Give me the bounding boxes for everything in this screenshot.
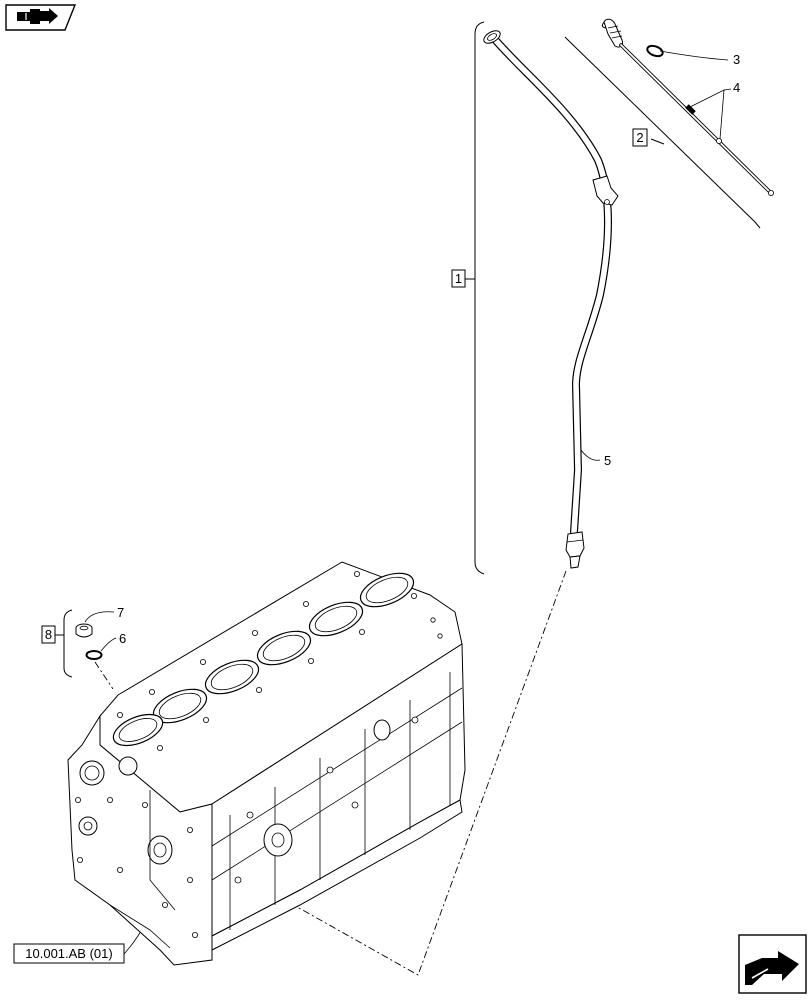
callout-1[interactable]: 1 — [451, 269, 466, 288]
dipstick-tube — [483, 30, 619, 569]
o-ring-part-6 — [85, 650, 103, 660]
assembly-lines — [94, 570, 567, 976]
bracket-group-8 — [55, 609, 73, 678]
bracket-group-2 — [564, 36, 761, 229]
reference-link[interactable]: 10.001.AB (01) — [13, 943, 125, 964]
reference-label: 10.001.AB (01) — [25, 946, 112, 961]
callout-8[interactable]: 8 — [41, 625, 56, 644]
bracket-group-1 — [464, 21, 485, 575]
callout-6-label: 6 — [119, 631, 126, 646]
dipstick — [601, 18, 775, 196]
callout-7-label: 7 — [117, 605, 124, 620]
callout-4-label: 4 — [733, 80, 740, 95]
callout-3-label: 3 — [733, 52, 740, 67]
callout-5-label: 5 — [604, 453, 611, 468]
callout-2-label: 2 — [636, 130, 643, 145]
next-page-arrow-icon[interactable] — [738, 934, 807, 994]
callout-8-label: 8 — [45, 627, 52, 642]
plug-part-7 — [75, 623, 93, 638]
previous-page-arrow-icon[interactable] — [5, 4, 77, 31]
o-ring-part-3 — [646, 44, 664, 58]
callout-1-label: 1 — [455, 271, 462, 286]
callout-2[interactable]: 2 — [632, 128, 648, 147]
engine-block — [67, 561, 466, 966]
